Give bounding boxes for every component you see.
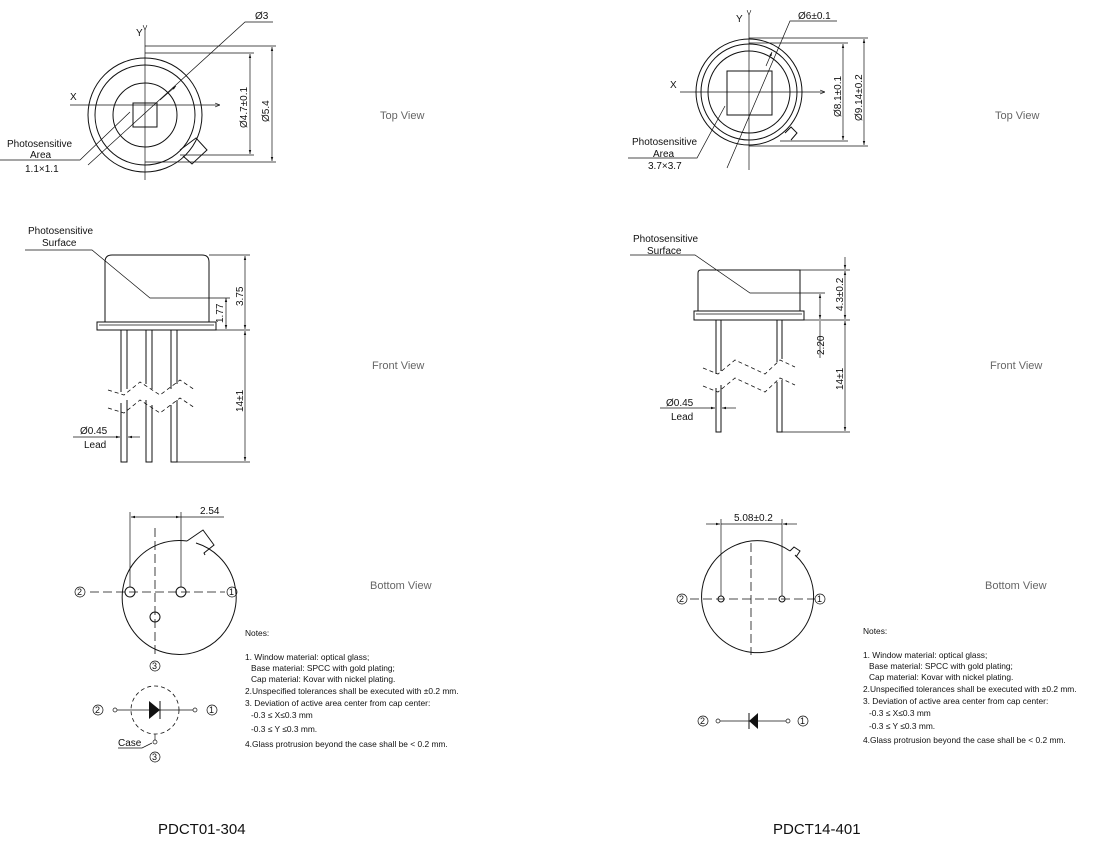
surface-label-line1: Photosensitive bbox=[28, 226, 93, 237]
right-front-view: 4.3±0.2 2.20 14±1 Photosensitive Surface… bbox=[630, 234, 850, 433]
note-line: Cap material: Kovar with nickel plating. bbox=[869, 672, 1013, 682]
note-line: 1. Window material: optical glass; bbox=[863, 650, 987, 660]
note-line: 2.Unspecified tolerances shall be execut… bbox=[863, 684, 1077, 694]
height-label: 3.75 bbox=[235, 286, 246, 306]
surface-height-label: 2.20 bbox=[816, 335, 827, 355]
lead-length-label: 14±1 bbox=[235, 389, 246, 412]
note-line: 1. Window material: optical glass; bbox=[245, 652, 369, 662]
notes-heading: Notes: bbox=[245, 628, 269, 638]
area-label-line2: Area bbox=[30, 150, 52, 161]
cap-body bbox=[697, 269, 801, 311]
orientation-tab bbox=[179, 137, 208, 165]
window-diameter-label: Ø3 bbox=[255, 11, 269, 22]
lead-label: Lead bbox=[84, 440, 106, 451]
case-label: Case bbox=[118, 738, 142, 749]
left-part-title: PDCT01-304 bbox=[158, 821, 246, 838]
area-size-label: 1.1×1.1 bbox=[25, 164, 59, 175]
diode-pin2-marker: 2 bbox=[700, 716, 705, 726]
right-part-title: PDCT14-401 bbox=[773, 821, 861, 838]
flange bbox=[693, 310, 805, 321]
pin-hole-3 bbox=[149, 611, 161, 623]
note-line: 3. Deviation of active area center from … bbox=[245, 698, 430, 708]
note-line: -0.3 ≤ X≤0.3 mm bbox=[251, 710, 313, 720]
diode-pin1-marker: 1 bbox=[209, 705, 214, 715]
left-front-view-label: Front View bbox=[372, 360, 424, 372]
pin2-marker: 2 bbox=[77, 587, 82, 597]
photosensitive-area-square bbox=[726, 70, 773, 116]
note-line: -0.3 ≤ Y ≤0.3 mm. bbox=[869, 721, 935, 731]
cap-body bbox=[104, 254, 210, 322]
height-label: 4.3±0.2 bbox=[835, 277, 846, 311]
right-top-view-label: Top View bbox=[995, 110, 1039, 122]
header-outline bbox=[701, 540, 815, 654]
left-top-view-label: Top View bbox=[380, 110, 424, 122]
x-axis-label: X bbox=[670, 80, 677, 91]
right-notes: Notes: 1. Window material: optical glass… bbox=[863, 626, 1077, 745]
area-label-line2: Area bbox=[653, 149, 675, 160]
area-label-line1: Photosensitive bbox=[7, 139, 72, 150]
diode-pin1-marker: 1 bbox=[800, 716, 805, 726]
y-axis-label: Y bbox=[136, 28, 143, 39]
inner-diameter-label: Ø8.1±0.1 bbox=[833, 75, 844, 117]
inner-diameter-label: Ø4.7±0.1 bbox=[239, 86, 250, 128]
lead-diameter-label: Ø0.45 bbox=[80, 426, 108, 437]
note-line: Base material: SPCC with gold plating; bbox=[869, 661, 1013, 671]
note-line: Base material: SPCC with gold plating; bbox=[251, 663, 395, 673]
lead-label: Lead bbox=[671, 412, 693, 423]
left-bottom-view: 2.54 2 1 3 bbox=[74, 506, 238, 672]
x-axis-label: X bbox=[70, 92, 77, 103]
pin1-marker: 1 bbox=[817, 594, 822, 604]
lead-diameter-label: Ø0.45 bbox=[666, 398, 694, 409]
outer-diameter-label: Ø9.14±0.2 bbox=[854, 74, 865, 121]
note-line: Cap material: Kovar with nickel plating. bbox=[251, 674, 395, 684]
y-axis-label: Y bbox=[736, 14, 743, 25]
left-front-view: 3.75 1.77 14±1 Photosensitive Surface Ø0… bbox=[25, 226, 250, 463]
pin1-marker: 1 bbox=[229, 587, 234, 597]
surface-label-line2: Surface bbox=[42, 238, 77, 249]
pin-pitch-label: 2.54 bbox=[200, 506, 220, 517]
note-line: 3. Deviation of active area center from … bbox=[863, 696, 1048, 706]
area-label-line1: Photosensitive bbox=[632, 137, 697, 148]
right-top-view: Y X Ø6±0.1 Ø8.1±0.1 Ø9.14±0.2 Photosensi… bbox=[628, 11, 868, 172]
surface-height-label: 1.77 bbox=[215, 303, 226, 323]
right-bottom-view: 5.08±0.2 2 1 bbox=[676, 513, 826, 655]
note-line: -0.3 ≤ X≤0.3 mm bbox=[869, 708, 931, 718]
flange bbox=[96, 321, 217, 331]
note-line: 2.Unspecified tolerances shall be execut… bbox=[245, 686, 459, 696]
left-top-view: Y X Ø3 Ø4.7±0.1 Ø5.4 Photosensitive Area… bbox=[0, 11, 276, 180]
area-size-label: 3.7×3.7 bbox=[648, 161, 682, 172]
window-diameter-label: Ø6±0.1 bbox=[798, 11, 831, 22]
pin3-marker: 3 bbox=[152, 661, 157, 671]
case-pin3-marker: 3 bbox=[152, 752, 157, 762]
note-line: -0.3 ≤ Y ≤0.3 mm. bbox=[251, 724, 317, 734]
right-front-view-label: Front View bbox=[990, 360, 1042, 372]
right-bottom-view-label: Bottom View bbox=[985, 580, 1047, 592]
header-outline bbox=[121, 539, 237, 655]
notes-heading: Notes: bbox=[863, 626, 887, 636]
note-line: 4.Glass protrusion beyond the case shall… bbox=[245, 739, 448, 749]
left-notes: Notes: 1. Window material: optical glass… bbox=[245, 628, 459, 749]
lead-length-label: 14±1 bbox=[835, 367, 846, 390]
left-diode-symbol: 2 1 Case 3 bbox=[92, 685, 218, 763]
left-bottom-view-label: Bottom View bbox=[370, 580, 432, 592]
outer-diameter-label: Ø5.4 bbox=[261, 100, 272, 122]
pin2-marker: 2 bbox=[679, 594, 684, 604]
note-line: 4.Glass protrusion beyond the case shall… bbox=[863, 735, 1066, 745]
pin-pitch-label: 5.08±0.2 bbox=[734, 513, 773, 524]
leads bbox=[702, 320, 796, 433]
surface-label-line1: Photosensitive bbox=[633, 234, 698, 245]
right-diode-symbol: 2 1 bbox=[697, 713, 809, 729]
diode-pin2-marker: 2 bbox=[95, 705, 100, 715]
leads bbox=[107, 330, 196, 463]
surface-label-line2: Surface bbox=[647, 246, 682, 257]
